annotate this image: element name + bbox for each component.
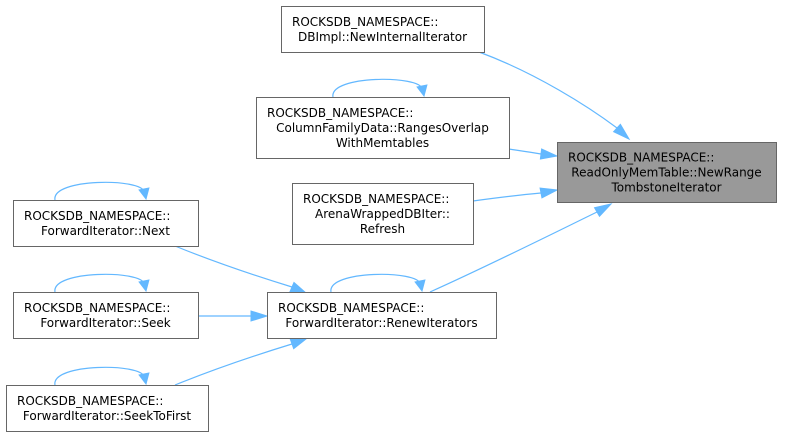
edge-seektofirst-to-seektofirst [54,366,150,386]
edge-line [174,245,293,288]
node-label-line: Refresh [360,222,405,236]
node-label-line: ColumnFamilyData::RangesOverlap [276,121,489,135]
node-renew[interactable]: ROCKSDB_NAMESPACE::ForwardIterator::Rene… [267,292,497,339]
edge-line [174,343,293,386]
node-label-line: DBImpl::NewInternalIterator [298,30,467,44]
arrow-head [289,281,308,294]
arrow-head [416,84,428,98]
node-box [281,6,485,53]
node-label-line: ReadOnlyMemTable::NewRange [571,166,761,180]
arrow-head [539,187,559,199]
node-label-line: ForwardIterator::Seek [40,316,170,330]
node-box [292,183,474,245]
node-label-line: ROCKSDB_NAMESPACE:: [303,192,449,206]
edge-line [54,366,145,386]
edge-arena-to-readonly [472,187,559,202]
arrow-head [593,203,613,218]
edge-line [330,273,421,293]
node-label-line: ROCKSDB_NAMESPACE:: [24,209,170,223]
node-label-line: ForwardIterator::SeekToFirst [23,409,192,423]
node-label-line: WithMemtables [336,136,429,150]
node-label-line: ForwardIterator::RenewIterators [285,316,477,330]
node-label-line: ROCKSDB_NAMESPACE:: [24,301,170,315]
node-box [13,292,199,339]
node-label-line: ArenaWrappedDBIter:: [315,207,450,221]
node-label-line: TombstoneIterator [610,181,721,195]
edge-line [508,148,542,155]
node-cfd[interactable]: ROCKSDB_NAMESPACE::ColumnFamilyData::Ran… [256,97,510,159]
edge-next-to-next [54,181,150,201]
arrow-head [414,279,426,293]
edges-layer [54,51,631,386]
edge-seek-to-seek [54,273,150,293]
edge-next-to-renew [174,245,308,294]
node-label-line: ROCKSDB_NAMESPACE:: [568,151,714,165]
node-box [6,385,209,432]
arrow-head [539,148,559,160]
node-label-line: ROCKSDB_NAMESPACE:: [17,394,163,408]
node-dbimpl[interactable]: ROCKSDB_NAMESPACE::DBImpl::NewInternalIt… [281,6,485,53]
edge-cfd-to-cfd [332,78,428,98]
node-box [256,97,510,159]
arrow-head [138,187,150,201]
node-label-line: ForwardIterator::Next [41,224,170,238]
edge-line [332,78,423,98]
node-readonly[interactable]: ROCKSDB_NAMESPACE::ReadOnlyMemTable::New… [557,142,777,203]
arrow-head [612,123,631,141]
arrow-head [289,338,308,350]
node-box [267,292,497,339]
node-box [13,200,199,247]
edge-line [472,192,542,202]
node-label-line: ROCKSDB_NAMESPACE:: [267,106,413,120]
edge-renew-to-renew [330,273,426,293]
arrow-head [250,310,269,322]
node-arena[interactable]: ROCKSDB_NAMESPACE::ArenaWrappedDBIter::R… [292,183,474,245]
edge-line [478,51,618,129]
edge-line [54,181,145,201]
edge-line [429,211,598,293]
node-box [557,142,777,203]
nodes-layer: ROCKSDB_NAMESPACE::ReadOnlyMemTable::New… [6,6,777,432]
edge-cfd-to-readonly [508,148,559,160]
node-next[interactable]: ROCKSDB_NAMESPACE::ForwardIterator::Next [13,200,199,247]
edge-seektofirst-to-renew [174,338,308,386]
arrow-head [138,372,150,386]
arrow-head [138,279,150,293]
edge-dbimpl-to-readonly [478,51,631,141]
node-seektofirst[interactable]: ROCKSDB_NAMESPACE::ForwardIterator::Seek… [6,385,209,432]
edge-seek-to-renew [197,310,269,322]
node-seek[interactable]: ROCKSDB_NAMESPACE::ForwardIterator::Seek [13,292,199,339]
edge-line [54,273,145,293]
node-label-line: ROCKSDB_NAMESPACE:: [292,15,438,29]
edge-renew-to-readonly [429,203,613,293]
node-label-line: ROCKSDB_NAMESPACE:: [278,301,424,315]
